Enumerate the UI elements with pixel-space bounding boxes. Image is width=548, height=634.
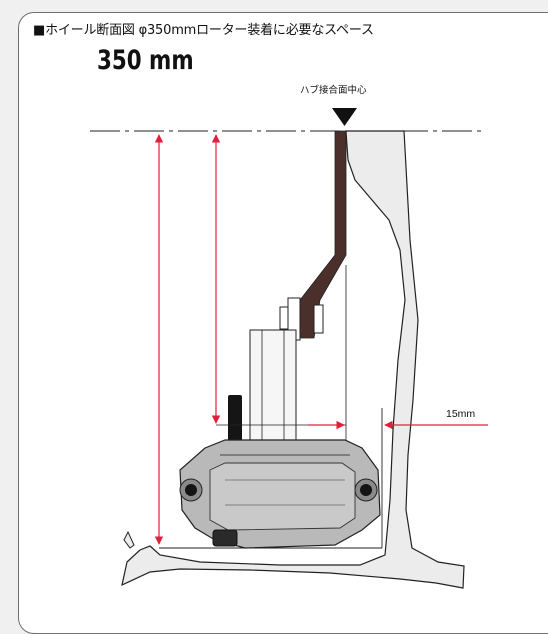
hub-face-center-label: ハブ接合面中心 [300,85,367,96]
rotor-size-label: 350 mm [97,45,194,76]
wheel-cross-section [121,130,465,589]
diagram-heading: ■ホイール断面図 φ350mmローター装着に必要なスペース [33,23,374,38]
clearance-dimension-label: 15mm [446,408,476,420]
rotor-bolt-head [279,306,289,330]
bleeder-screw [228,395,242,443]
hub-flange [297,130,347,339]
wheel-section-diagram [90,108,488,589]
rotor-disc [249,329,297,441]
rotor-bolt-nut [313,304,324,334]
caliper-piston-cap [212,529,238,547]
hub-center-marker [332,108,357,126]
